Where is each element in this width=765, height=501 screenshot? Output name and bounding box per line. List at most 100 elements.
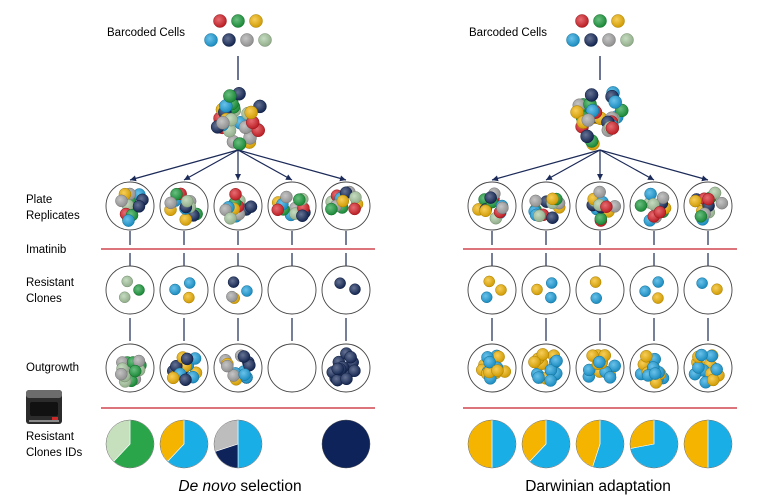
outgrowth-cell bbox=[331, 362, 344, 376]
replicate-cell bbox=[715, 196, 729, 210]
resistant-dish-3 bbox=[575, 265, 625, 315]
pie-slice-pie_blue bbox=[491, 419, 517, 469]
outgrowth-cell bbox=[528, 355, 541, 369]
pie-slice-pie_yellow bbox=[467, 419, 493, 469]
pie-slice-pie_navy bbox=[321, 419, 371, 469]
resistant-cell-blue bbox=[652, 276, 664, 288]
outgrowth-cell bbox=[640, 350, 653, 363]
resistant-dish-3 bbox=[213, 265, 263, 315]
barcoded-cell-blue bbox=[566, 33, 580, 47]
resistant-cell-blue bbox=[696, 277, 708, 289]
resistant-cell-yellow bbox=[531, 283, 543, 296]
pie-outline bbox=[213, 419, 263, 469]
pie-outline bbox=[629, 419, 679, 469]
label-resistant-ids-2: Clones IDs bbox=[26, 447, 82, 459]
replicate-cell bbox=[164, 196, 177, 210]
pie-outline bbox=[105, 419, 155, 469]
resistant-cell-navy bbox=[334, 277, 346, 289]
barcoded-cell-navy bbox=[222, 33, 236, 47]
outgrowth-cell bbox=[221, 359, 234, 373]
replicate-cell bbox=[702, 192, 715, 206]
resistant-dish-5 bbox=[683, 265, 733, 315]
replicate-cell bbox=[229, 188, 242, 201]
outgrowth-cell bbox=[180, 352, 194, 366]
panel-de-novo bbox=[101, 14, 375, 469]
pooled-cell bbox=[584, 88, 599, 102]
replicate-cell bbox=[533, 209, 546, 223]
resistant-cell-navy bbox=[349, 283, 361, 296]
pooled-cell bbox=[570, 105, 584, 119]
pie-slice-pie_blue bbox=[707, 419, 733, 469]
resistant-cell-yellow bbox=[495, 284, 507, 296]
resistant-cell-navy bbox=[227, 276, 240, 288]
replicate-cell bbox=[271, 203, 284, 217]
caption-left-rest: selection bbox=[236, 478, 301, 495]
outgrowth-cell bbox=[550, 354, 563, 368]
outgrowth-cell bbox=[536, 348, 550, 361]
replicate-cell bbox=[594, 212, 608, 225]
label-plate: Plate bbox=[26, 194, 52, 206]
label-resistant-ids-1: Resistant bbox=[26, 431, 75, 443]
arrow-to-replicate-2-head bbox=[546, 174, 553, 180]
resistant-cell-blue bbox=[639, 285, 651, 298]
arrow-to-replicate-4-head bbox=[285, 174, 292, 180]
replicate-cell bbox=[349, 191, 362, 204]
label-barcoded-cells-right: Barcoded Cells bbox=[469, 27, 547, 39]
label-barcoded-cells-left: Barcoded Cells bbox=[107, 27, 185, 39]
resistant-cell-blue bbox=[545, 277, 558, 289]
arrow-to-replicate-5 bbox=[599, 149, 709, 181]
resistant-cell-sage bbox=[121, 275, 133, 288]
clone-id-pie-2 bbox=[159, 419, 209, 469]
resistant-cell-sage bbox=[118, 291, 131, 304]
label-clones: Clones bbox=[26, 293, 62, 305]
outgrowth-cell bbox=[238, 368, 251, 381]
outgrowth-cell bbox=[603, 371, 617, 384]
sequencer-icon bbox=[26, 390, 62, 424]
resistant-dish-1 bbox=[467, 265, 517, 315]
barcoded-cell-sage bbox=[620, 33, 634, 47]
clone-id-pie-5 bbox=[683, 419, 733, 469]
outgrowth-cell bbox=[706, 373, 720, 387]
arrow-to-replicate-1 bbox=[491, 149, 601, 181]
arrow-to-replicate-3-head bbox=[597, 174, 603, 180]
barcoded-cell-blue bbox=[204, 33, 218, 47]
arrow-to-replicate-5-head bbox=[701, 175, 708, 182]
resistant-cell-blue bbox=[169, 283, 181, 296]
pooled-cell bbox=[216, 116, 230, 130]
replicate-cell bbox=[325, 202, 338, 216]
resistant-cell-blue bbox=[545, 291, 557, 304]
resistant-cell-yellow bbox=[711, 283, 723, 296]
arrow-to-replicate-2 bbox=[183, 149, 239, 181]
arrow-to-replicate-5-head bbox=[339, 175, 346, 182]
outgrowth-cell bbox=[648, 367, 662, 380]
arrow-to-replicate-1 bbox=[129, 149, 239, 181]
resistant-cell-yellow bbox=[652, 292, 664, 304]
resistant-cell-blue bbox=[241, 285, 253, 297]
barcoded-cell-gray bbox=[240, 33, 254, 47]
pooled-cell bbox=[232, 137, 247, 151]
outgrowth-cell bbox=[695, 348, 708, 362]
replicate-cell bbox=[293, 193, 306, 206]
replicate-cell bbox=[244, 200, 258, 213]
replicate-cell bbox=[496, 201, 509, 215]
barcoded-cell-gray bbox=[602, 33, 616, 47]
replicate-cell bbox=[634, 199, 648, 212]
replicate-cell bbox=[546, 211, 559, 224]
replicate-cell bbox=[546, 192, 559, 206]
resistant-cell-blue bbox=[590, 292, 603, 304]
barcoded-cell-yellow bbox=[611, 14, 625, 28]
resistant-dish-4 bbox=[629, 265, 679, 315]
resistant-dish-2 bbox=[521, 265, 571, 315]
pie-outline bbox=[683, 419, 733, 469]
pie-slice-pie_yellow bbox=[683, 419, 709, 469]
arrow-to-replicate-2 bbox=[545, 149, 601, 181]
clone-id-pie-3 bbox=[213, 419, 263, 469]
arrow-to-replicate-1-head bbox=[130, 175, 137, 182]
outgrowth-cell bbox=[166, 371, 180, 385]
outgrowth-cell bbox=[348, 364, 361, 378]
replicate-cell bbox=[593, 185, 606, 199]
pooled-cell bbox=[581, 113, 596, 127]
outgrowth-cell bbox=[692, 361, 705, 374]
arrow-to-replicate-4-head bbox=[647, 174, 654, 180]
label-outgrowth: Outgrowth bbox=[26, 362, 79, 374]
